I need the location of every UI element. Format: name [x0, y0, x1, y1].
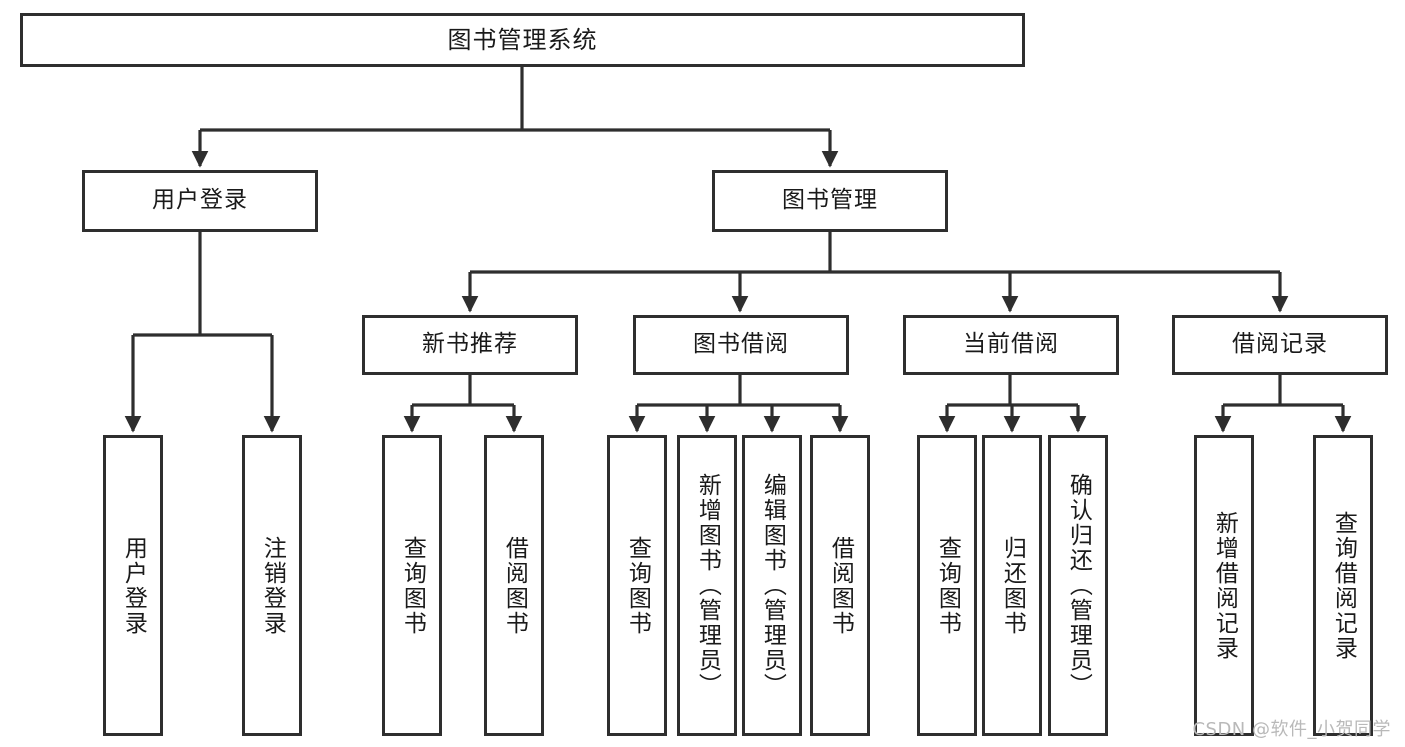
- node-label: 用户登录: [120, 535, 147, 636]
- node-label: 归还图书: [999, 535, 1026, 636]
- node-leaf-edit-book[interactable]: 编辑图书（管理员）: [742, 435, 802, 736]
- node-label: 图书管理系统: [447, 25, 598, 54]
- node-current-borrow[interactable]: 当前借阅: [903, 315, 1119, 375]
- node-label: 新增借阅记录: [1211, 510, 1238, 661]
- node-new-book-recommend[interactable]: 新书推荐: [362, 315, 578, 375]
- node-leaf-query-book-1[interactable]: 查询图书: [382, 435, 442, 736]
- node-leaf-return-book[interactable]: 归还图书: [982, 435, 1042, 736]
- node-leaf-logout[interactable]: 注销登录: [242, 435, 302, 736]
- node-label: 确认归还（管理员）: [1065, 473, 1092, 698]
- node-book-manage[interactable]: 图书管理: [712, 170, 948, 232]
- node-label: 新增图书（管理员）: [694, 473, 721, 698]
- node-leaf-query-book-3[interactable]: 查询图书: [917, 435, 977, 736]
- node-leaf-user-login[interactable]: 用户登录: [103, 435, 163, 736]
- node-leaf-confirm-return[interactable]: 确认归还（管理员）: [1048, 435, 1108, 736]
- node-leaf-query-record[interactable]: 查询借阅记录: [1313, 435, 1373, 736]
- node-leaf-query-book-2[interactable]: 查询图书: [607, 435, 667, 736]
- node-label: 查询借阅记录: [1330, 510, 1357, 661]
- node-label: 用户登录: [152, 187, 248, 214]
- node-label: 图书借阅: [693, 331, 789, 358]
- watermark-text: CSDN @软件_小贺同学: [1192, 719, 1391, 740]
- node-label: 查询图书: [399, 535, 426, 636]
- node-leaf-borrow-book-1[interactable]: 借阅图书: [484, 435, 544, 736]
- node-label: 当前借阅: [963, 331, 1059, 358]
- node-leaf-add-book[interactable]: 新增图书（管理员）: [677, 435, 737, 736]
- node-user-login[interactable]: 用户登录: [82, 170, 318, 232]
- node-label: 新书推荐: [422, 331, 518, 358]
- node-leaf-add-record[interactable]: 新增借阅记录: [1194, 435, 1254, 736]
- node-label: 查询图书: [624, 535, 651, 636]
- node-label: 注销登录: [259, 535, 286, 636]
- node-book-borrow[interactable]: 图书借阅: [633, 315, 849, 375]
- node-label: 编辑图书（管理员）: [759, 473, 786, 698]
- node-label: 图书管理: [782, 187, 878, 214]
- node-root-system[interactable]: 图书管理系统: [20, 13, 1025, 67]
- node-borrow-record[interactable]: 借阅记录: [1172, 315, 1388, 375]
- node-label: 借阅图书: [827, 535, 854, 636]
- node-leaf-borrow-book-2[interactable]: 借阅图书: [810, 435, 870, 736]
- node-label: 借阅图书: [501, 535, 528, 636]
- node-label: 查询图书: [934, 535, 961, 636]
- node-label: 借阅记录: [1232, 331, 1328, 358]
